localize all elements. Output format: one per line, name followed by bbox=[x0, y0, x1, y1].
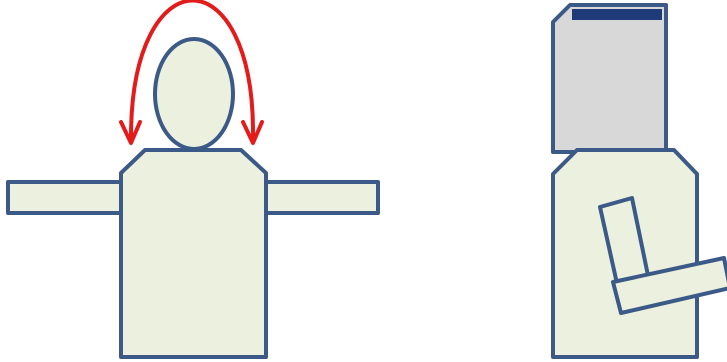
side-box-head bbox=[551, 3, 668, 154]
overhead-arrow bbox=[119, 0, 264, 145]
front-figure bbox=[6, 0, 380, 359]
front-head bbox=[153, 37, 235, 151]
arrowhead-left-icon bbox=[119, 120, 142, 145]
front-left-arm bbox=[6, 180, 132, 215]
side-forearm bbox=[611, 256, 727, 315]
overhead-arrow-arc bbox=[129, 0, 256, 139]
front-torso bbox=[119, 148, 268, 359]
front-right-arm bbox=[256, 180, 380, 215]
arrowhead-right-icon bbox=[241, 120, 264, 145]
side-box-head-band bbox=[572, 9, 662, 20]
side-figure bbox=[551, 3, 727, 359]
